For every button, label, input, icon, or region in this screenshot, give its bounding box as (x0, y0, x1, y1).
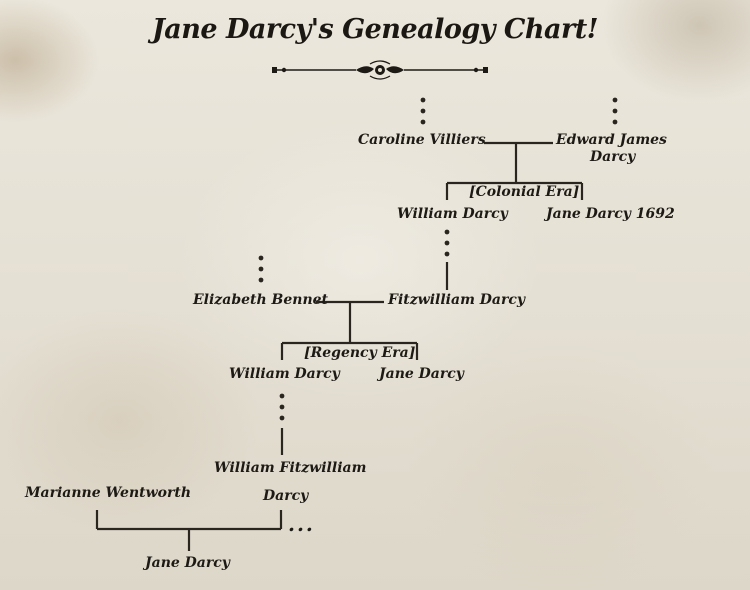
person-elizabeth-bennet: Elizabeth Bennet (193, 292, 329, 308)
person-marianne-wentworth: Marianne Wentworth (25, 485, 192, 501)
person-edward-james-darcy-line1: Edward James (556, 132, 667, 148)
person-william-darcy-colonial: William Darcy (397, 206, 508, 222)
person-william-fitzwilliam-darcy-line2: Darcy (263, 488, 309, 504)
person-fitzwilliam-darcy: Fitzwilliam Darcy (388, 292, 526, 308)
era-label-regency: [Regency Era] (304, 345, 416, 361)
person-jane-darcy-modern: Jane Darcy (145, 555, 230, 571)
chart-title: Jane Darcy's Genealogy Chart! (151, 14, 599, 45)
era-label-colonial: [Colonial Era] (469, 184, 580, 200)
person-william-darcy-regency: William Darcy (229, 366, 340, 382)
person-jane-darcy-regency: Jane Darcy (379, 366, 464, 382)
person-william-fitzwilliam-darcy-line1: William Fitzwilliam (214, 460, 367, 476)
person-jane-darcy-1692: Jane Darcy 1692 (546, 206, 675, 222)
person-caroline-villiers: Caroline Villiers (358, 132, 486, 148)
person-edward-james-darcy-line2: Darcy (590, 149, 636, 165)
continuation-ellipsis: ... (288, 512, 315, 536)
ornamental-divider-icon (272, 60, 488, 80)
